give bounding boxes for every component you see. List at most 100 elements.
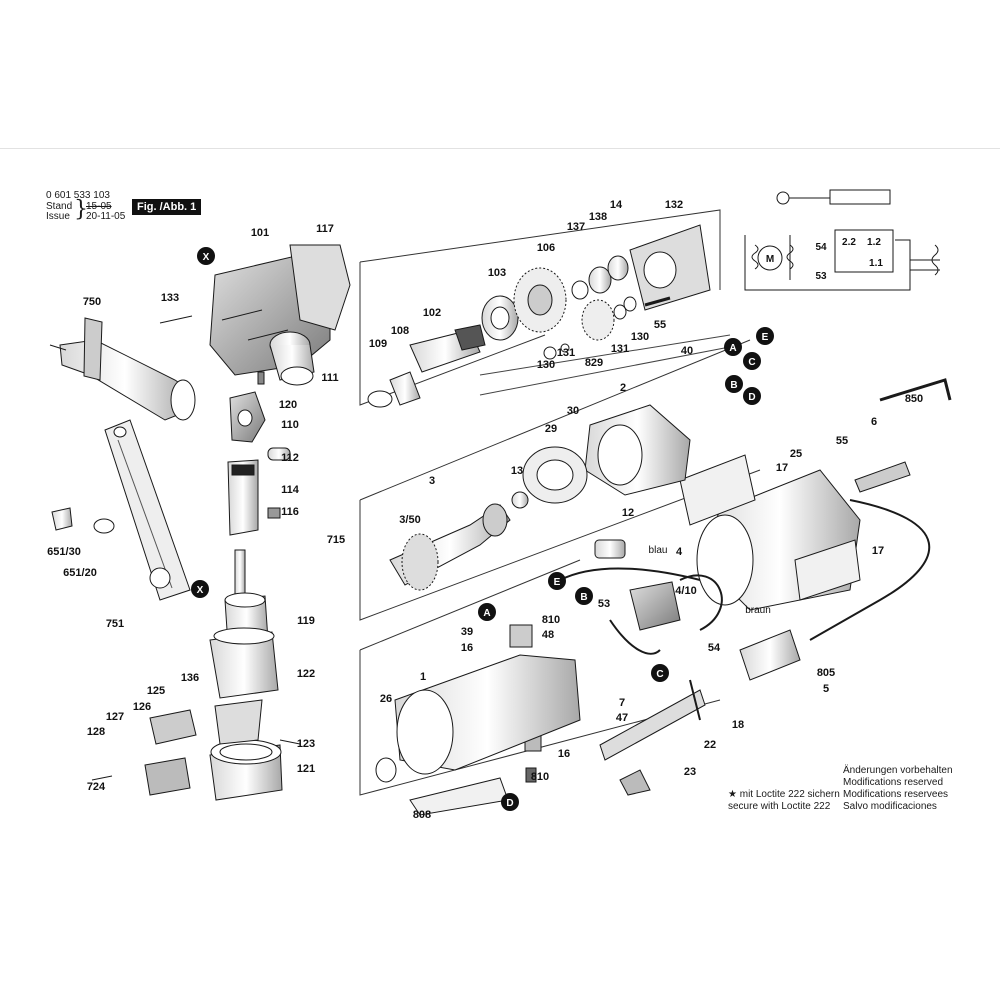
- figure-label: Fig. /Abb. 1: [132, 199, 202, 215]
- part-label: 102: [423, 307, 441, 319]
- stand-date: 15-05: [86, 201, 112, 212]
- part-label: 4: [676, 546, 683, 558]
- part-label: 131: [611, 343, 629, 355]
- svg-text:C: C: [656, 669, 663, 680]
- part-label: 120: [279, 399, 297, 411]
- brace-glyph: }: [74, 197, 88, 222]
- part-label: 651/20: [63, 567, 97, 579]
- marker-c: C: [651, 664, 669, 682]
- part-label: 116: [281, 506, 299, 518]
- issue-date: 20-11-05: [86, 211, 126, 222]
- svg-text:X: X: [197, 585, 204, 596]
- part-label: 16: [461, 642, 473, 654]
- part-label: 23: [684, 766, 696, 778]
- part-label: 16: [558, 748, 570, 760]
- part-label: 651/30: [47, 546, 81, 558]
- part-label: 12: [622, 507, 634, 519]
- part-label: 127: [106, 711, 124, 723]
- part-label: 810: [531, 771, 549, 783]
- part-label: 123: [297, 738, 315, 750]
- svg-text:B: B: [580, 592, 587, 603]
- part-label: 18: [732, 719, 744, 731]
- svg-text:A: A: [729, 343, 736, 354]
- part-label: 103: [488, 267, 506, 279]
- part-label: 55: [654, 319, 666, 331]
- part-number: 0 601 533 103: [46, 190, 110, 201]
- part-label: 810: [542, 614, 560, 626]
- part-label: 805: [817, 667, 835, 679]
- part-label: 2: [620, 382, 626, 394]
- part-label: 829: [585, 357, 603, 369]
- circuit-label: 53: [815, 271, 827, 282]
- marker-e: E: [548, 572, 566, 590]
- marker-x: X: [191, 580, 209, 598]
- svg-text:E: E: [554, 577, 561, 588]
- part-label: 47: [616, 712, 628, 724]
- note-line: Modifications reserved: [843, 777, 944, 788]
- part-label: 131: [557, 347, 575, 359]
- circuit-label: 54: [815, 242, 827, 253]
- part-label: 121: [297, 763, 315, 775]
- wire-label-blau: blau: [649, 545, 668, 556]
- part-label: 130: [537, 359, 555, 371]
- part-label: 108: [391, 325, 409, 337]
- part-label: 715: [327, 534, 345, 546]
- wire-label-braun: braun: [745, 605, 771, 616]
- svg-text:A: A: [483, 608, 490, 619]
- part-label: 850: [905, 393, 923, 405]
- part-label: 808: [413, 809, 431, 821]
- part-label: 14: [610, 199, 623, 211]
- part-label: 724: [87, 781, 106, 793]
- part-label: 112: [281, 452, 299, 464]
- part-label: 109: [369, 338, 387, 350]
- svg-text:C: C: [748, 357, 755, 368]
- part-label: 54: [708, 642, 721, 654]
- part-label: 106: [537, 242, 555, 254]
- part-label: 750: [83, 296, 101, 308]
- part-label: 17: [872, 545, 884, 557]
- stand-label: Stand: [46, 201, 73, 212]
- part-label: 117: [316, 223, 334, 235]
- part-label: 111: [321, 372, 338, 384]
- part-label: 3/50: [399, 514, 420, 526]
- page-top-rule: [0, 148, 1000, 149]
- part-label: 53: [598, 598, 610, 610]
- svg-text:D: D: [748, 392, 755, 403]
- modifications-note: Änderungen vorbehalten Modifications res…: [843, 765, 953, 813]
- part-label: 22: [704, 739, 716, 751]
- loctite-line: secure with Loctite 222: [728, 801, 831, 812]
- part-label: 5: [823, 683, 829, 695]
- marker-d: D: [501, 793, 519, 811]
- issue-label: Issue: [46, 211, 70, 222]
- marker-e: E: [756, 327, 774, 345]
- part-label: 25: [790, 448, 802, 460]
- part-label: 4/10: [675, 585, 696, 597]
- marker-b: B: [725, 375, 743, 393]
- loctite-line: ★ mit Loctite 222 sichern: [728, 789, 840, 800]
- part-label: 128: [87, 726, 105, 738]
- svg-text:D: D: [506, 798, 513, 809]
- part-label: 30: [567, 405, 579, 417]
- part-label: 39: [461, 626, 473, 638]
- part-label: 132: [665, 199, 683, 211]
- part-label: 17: [776, 462, 788, 474]
- part-label: 6: [871, 416, 877, 428]
- circuit-label: 1.2: [867, 237, 881, 248]
- marker-c: C: [743, 352, 761, 370]
- part-label: 48: [542, 629, 554, 641]
- svg-text:B: B: [730, 380, 737, 391]
- part-label: 137: [567, 221, 585, 233]
- loctite-note: ★ mit Loctite 222 sichern secure with Lo…: [728, 789, 840, 813]
- circuit-label: 1.1: [869, 258, 883, 269]
- part-label: 119: [297, 615, 315, 627]
- part-label: 55: [836, 435, 848, 447]
- part-label: 1: [420, 671, 426, 683]
- part-label: 138: [589, 211, 607, 223]
- marker-b: B: [575, 587, 593, 605]
- note-line: Salvo modificaciones: [843, 801, 937, 812]
- part-label: 136: [181, 672, 199, 684]
- svg-text:E: E: [762, 332, 769, 343]
- part-label: 29: [545, 423, 557, 435]
